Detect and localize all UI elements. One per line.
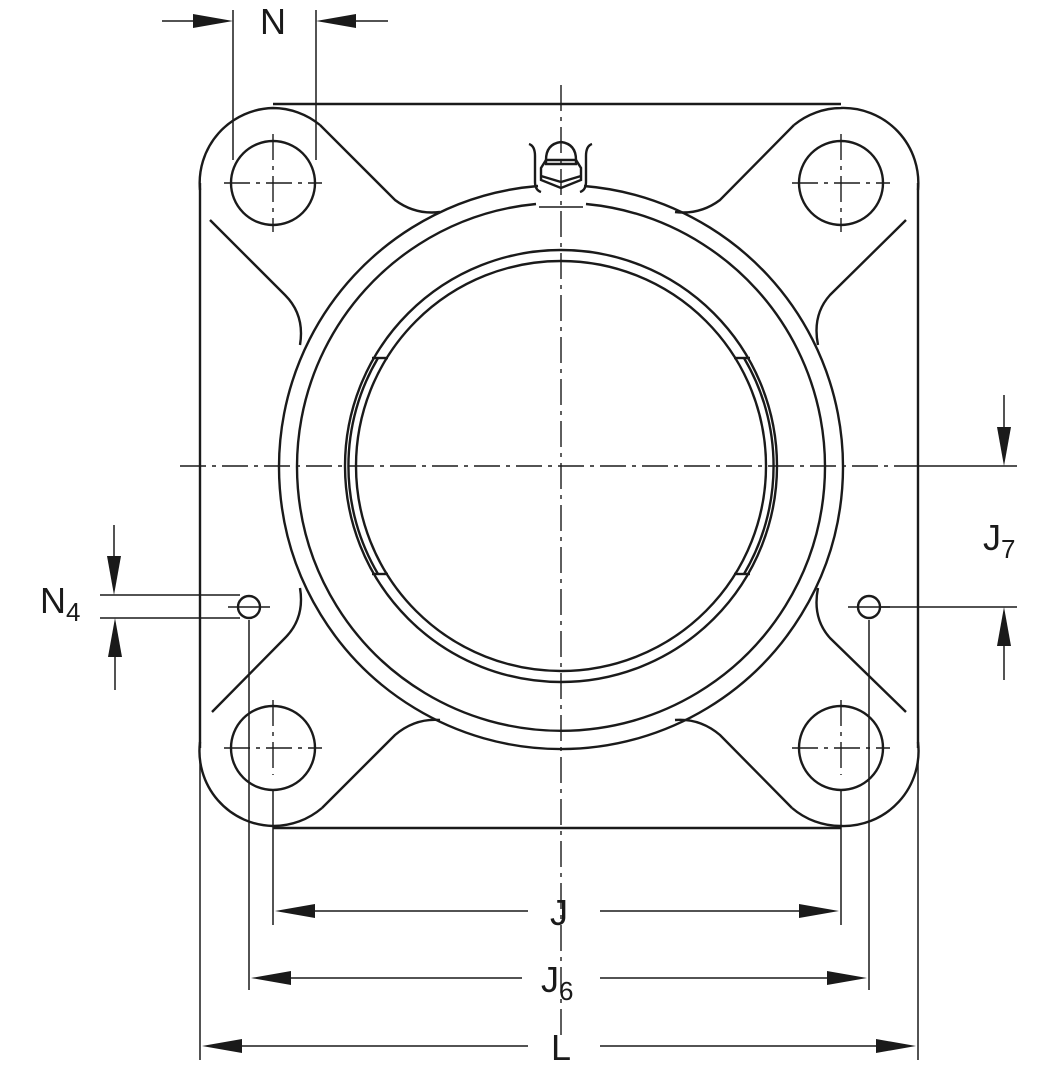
label-main: J xyxy=(550,892,568,933)
label-main: N xyxy=(40,580,66,621)
dimension-label-J: J xyxy=(550,895,568,931)
label-main: J xyxy=(541,959,559,1000)
center-lines xyxy=(180,85,918,1040)
dimension-label-L: L xyxy=(551,1030,571,1066)
dimension-lines xyxy=(100,10,1017,1060)
dimension-label-N4: N4 xyxy=(40,580,81,627)
dimension-label-N: N xyxy=(260,4,286,40)
label-main: J xyxy=(983,517,1001,558)
label-main: N xyxy=(260,1,286,42)
grease-nipple xyxy=(528,140,593,208)
label-main: L xyxy=(551,1027,572,1068)
dimension-label-J6: J6 xyxy=(541,959,574,1006)
pin-holes xyxy=(228,594,890,620)
label-sub: 6 xyxy=(559,976,574,1006)
label-sub: 7 xyxy=(1001,534,1016,564)
bolt-holes xyxy=(224,134,890,792)
label-sub: 4 xyxy=(66,597,81,627)
dimension-label-J7: J7 xyxy=(983,517,1016,564)
